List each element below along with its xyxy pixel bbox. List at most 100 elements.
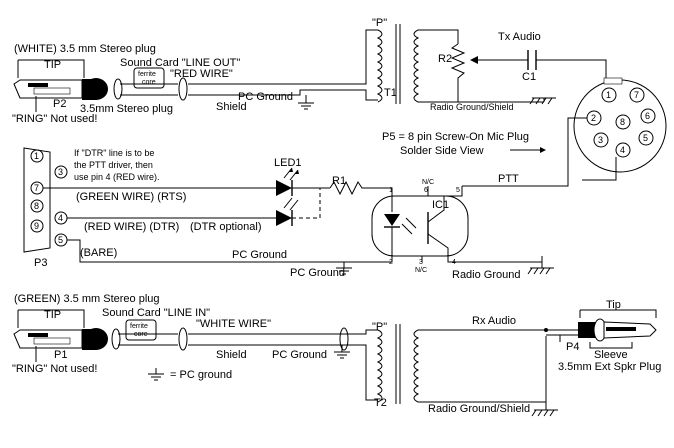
sleeve-bracket <box>589 342 633 349</box>
db9-pin-5: 5 <box>58 235 63 245</box>
radio-ground-label: Radio Ground <box>452 269 521 281</box>
dtr-note-3: use pin 4 (RED wire). <box>74 172 160 182</box>
dtr-note-2: the PTT driver, then <box>74 160 153 170</box>
t2-label: T2 <box>374 397 387 409</box>
transformer-t2-icon <box>376 324 420 404</box>
led1-label: LED1 <box>274 157 302 169</box>
p2-plug-icon <box>13 78 123 100</box>
db9-pin-9: 9 <box>34 221 39 231</box>
sound-card-out-label: Sound Card "LINE OUT" <box>120 57 240 69</box>
ground-wire-to-mic <box>582 157 617 181</box>
tx-audio-wire <box>478 59 607 90</box>
sleeve-label: Sleeve <box>594 349 628 361</box>
mic-pin-8: 8 <box>620 117 625 127</box>
sound-card-in-label: Sound Card "LINE IN" <box>102 307 210 319</box>
ic-pin-1: 1 <box>389 187 393 194</box>
pc-ground-label-mid: PC Ground <box>290 267 345 279</box>
bare-ground-wire <box>67 239 393 263</box>
green-plug-label: (GREEN) 3.5 mm Stereo plug <box>14 293 160 305</box>
shield-wire-top <box>120 89 378 101</box>
radio-ground-wire <box>447 256 543 263</box>
mic-pin-6: 6 <box>645 111 650 121</box>
resistor-r1-icon <box>329 180 393 196</box>
ic-pin-3: 3 <box>419 259 423 266</box>
nc-bottom: N/C <box>415 267 427 274</box>
bare-label: (BARE) <box>80 247 117 259</box>
nc-stubs <box>421 186 429 262</box>
cable-clamp-bottom <box>178 327 188 351</box>
pc-ground-label-top: PC Ground <box>238 91 293 103</box>
ground-symbol-top-left <box>298 95 314 110</box>
p1-label: P1 <box>54 349 67 361</box>
pc-ground-wire-label: PC Ground <box>232 249 287 261</box>
ferrite-core-bottom-icon: ferrite core <box>125 319 157 341</box>
green-wire-label: (GREEN WIRE) (RTS) <box>76 191 186 203</box>
radio-ground-shield-bottom: Radio Ground/Shield <box>428 403 530 415</box>
p4-label: P4 <box>566 341 579 353</box>
red-wire-label-top: "RED WIRE" <box>170 68 233 80</box>
led-optional-icon <box>276 197 299 226</box>
junction-dot-rx <box>544 328 548 332</box>
dtr-note-1: If "DTR" line is to be <box>74 148 154 158</box>
svg-text:ferrite: ferrite <box>130 323 148 330</box>
cable-clamp-top <box>178 77 188 101</box>
led1-icon <box>276 167 299 196</box>
ferrite-core-top-icon: ferrite core <box>133 67 165 89</box>
tip-label-top: TIP <box>44 59 61 71</box>
svg-text:core: core <box>142 79 156 86</box>
ic-pin-6: 6 <box>424 187 428 194</box>
p1-plug-icon <box>13 328 121 350</box>
dtr-optional-label: (DTR optional) <box>190 221 262 233</box>
signal-wire-top <box>120 29 378 85</box>
r2-label: R2 <box>438 53 452 65</box>
tx-audio-label: Tx Audio <box>498 31 541 43</box>
radio-ground-shield-top: Radio Ground/Shield <box>430 102 514 112</box>
svg-text:ferrite: ferrite <box>138 71 156 78</box>
ic-pin-5: 5 <box>456 187 460 194</box>
dtr-optional-dashed <box>292 188 321 219</box>
ring-not-used-top: "RING" Not used! <box>12 113 97 125</box>
ic1-label: IC1 <box>432 199 449 211</box>
secondary-wires-bottom <box>418 329 578 403</box>
plug-below-label: 3.5mm Stereo plug <box>80 103 173 115</box>
ic-pin-2: 2 <box>389 259 393 266</box>
p-marker-top: "P" <box>372 17 387 29</box>
mic-pin-7: 7 <box>634 90 639 100</box>
cable-clamp-bottom-2 <box>339 327 349 351</box>
chassis-ground-mid-icon <box>527 262 554 275</box>
mic-pin-3: 3 <box>598 135 603 145</box>
pc-ground-legend: = PC ground <box>170 369 232 381</box>
solder-side-arrowhead <box>540 147 546 153</box>
optocoupler-ic1-icon <box>371 186 469 257</box>
db9-pin-1: 1 <box>34 151 39 161</box>
mic-pin-5: 5 <box>643 133 648 143</box>
shield-label-bottom: Shield <box>216 349 247 361</box>
tip-label-bottom: TIP <box>44 309 61 321</box>
ptt-wire-to-mic <box>462 117 587 187</box>
nc-top: N/C <box>422 179 434 186</box>
solder-side-label: Solder Side View <box>400 145 484 157</box>
mic-pin-1: 1 <box>606 90 611 100</box>
ground-symbol-mid <box>336 262 352 275</box>
shield-wire-bottom <box>118 344 378 401</box>
secondary-wires-top <box>418 29 544 103</box>
mic-plug-p5-icon <box>573 77 667 173</box>
sleeve-wire <box>546 334 578 342</box>
white-wire-label: "WHITE WIRE" <box>196 318 271 330</box>
signal-wire-bottom <box>118 329 378 335</box>
p2-label: P2 <box>53 98 66 110</box>
db9-pin-3: 3 <box>58 167 63 177</box>
tip-bracket-right <box>579 309 657 318</box>
p-marker-bottom: "P" <box>372 321 387 333</box>
chassis-ground-top-icon <box>529 97 556 105</box>
db9-pin-8: 8 <box>34 201 39 211</box>
p3-label: P3 <box>34 257 47 269</box>
db9-pin-4: 4 <box>58 213 63 223</box>
ground-symbol-bottom <box>334 345 350 359</box>
ext-spkr-label: 3.5mm Ext Spkr Plug <box>558 361 661 373</box>
shield-label-top: Shield <box>216 101 247 113</box>
tip-bracket-top <box>17 59 85 78</box>
white-plug-label: (WHITE) 3.5 mm Stereo plug <box>14 43 156 55</box>
ground-legend-icon <box>148 368 164 381</box>
